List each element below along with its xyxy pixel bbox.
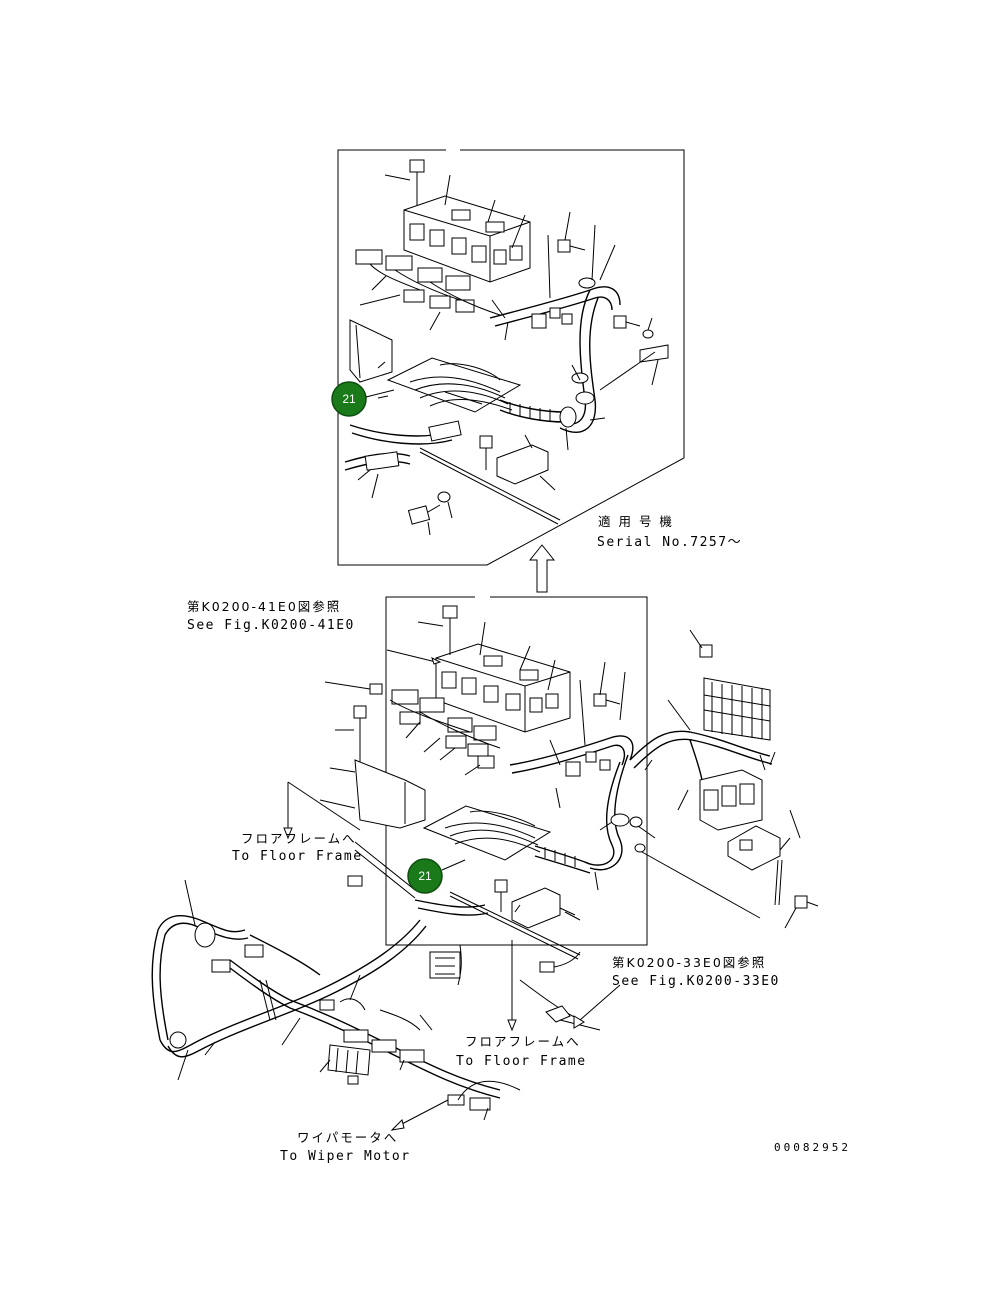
ref-41e0-en: See Fig.K0200-41E0 (187, 618, 355, 633)
right-fuse-block (667, 629, 819, 929)
lower-harness (479, 621, 773, 921)
wiper-arrow-icon (390, 1119, 405, 1131)
down-arrow-floor-icon (507, 1019, 517, 1032)
callout-21-lower-label: 21 (418, 869, 432, 883)
callout-21-lower[interactable]: 21 (407, 858, 466, 894)
upper-harness (444, 174, 669, 451)
upper-connector-cluster (355, 249, 501, 331)
arrow-ref-33e0-icon (573, 1015, 585, 1029)
upper-bracket (349, 319, 393, 383)
lower-relay-box (386, 605, 571, 733)
floor-frame-arrow (507, 940, 517, 1032)
floor-frame-bottom-jp: フロアフレームへ (465, 1034, 581, 1049)
serial-note-en: Serial No.7257～ (597, 535, 742, 550)
lower-bracket (283, 759, 426, 840)
wiper-jp: ワイパモータへ (297, 1130, 398, 1145)
drawing-number: 00082952 (774, 1141, 851, 1154)
down-arrow-icon (283, 827, 293, 840)
ref-33e0-en: See Fig.K0200-33E0 (612, 974, 780, 989)
lower-connector-cluster (324, 681, 501, 780)
floor-frame-left-jp: フロアフレームへ (241, 831, 357, 846)
cab-harness-assembly (151, 875, 621, 1121)
ref-33e0-jp: 第K0200-33E0図参照 (612, 955, 766, 970)
callout-21-upper[interactable]: 21 (331, 381, 395, 417)
serial-note-jp: 適 用 号 機 (598, 514, 674, 529)
ref-41e0-jp: 第K0200-41E0図参照 (187, 599, 341, 614)
wiper-arrow (390, 1099, 449, 1131)
floor-frame-left-en: To Floor Frame (232, 849, 363, 864)
floor-frame-bottom-en: To Floor Frame (456, 1054, 587, 1069)
up-arrow-icon (528, 544, 556, 593)
upper-detail-frame (337, 149, 685, 593)
lower-detail-frame (385, 596, 648, 946)
lower-panel (354, 805, 581, 960)
upper-panel (344, 357, 561, 536)
callout-21-upper-label: 21 (342, 392, 356, 406)
wiper-en: To Wiper Motor (280, 1149, 411, 1164)
upper-relay-box (384, 159, 531, 283)
